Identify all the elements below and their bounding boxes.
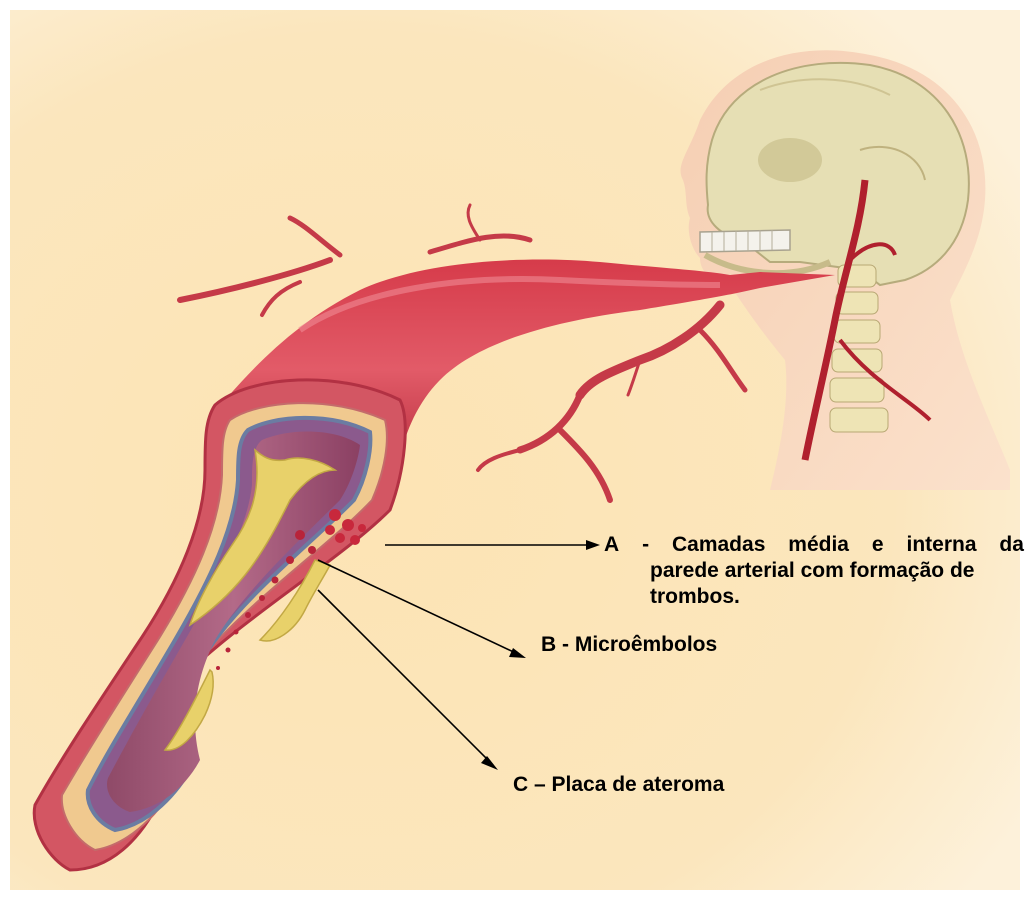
label-a-word-2: média — [788, 532, 849, 558]
label-a-letter: A — [604, 532, 619, 558]
label-a-line2: parede arterial com formação de — [604, 558, 1028, 584]
teeth-icon — [700, 230, 790, 252]
label-a-dash: - — [642, 532, 649, 558]
label-a-word-4: interna — [906, 532, 976, 558]
label-a-line1: A - Camadas média e interna da — [604, 532, 1024, 558]
label-a-word-3: e — [872, 532, 884, 558]
label-c: C – Placa de ateroma — [513, 772, 724, 798]
label-a: A - Camadas média e interna da parede ar… — [604, 532, 1029, 610]
label-a-word-1: Camadas — [672, 532, 765, 558]
label-a-word-5: da — [999, 532, 1024, 558]
label-a-line3: trombos. — [604, 584, 1028, 610]
label-b: B - Microêmbolos — [541, 632, 717, 658]
